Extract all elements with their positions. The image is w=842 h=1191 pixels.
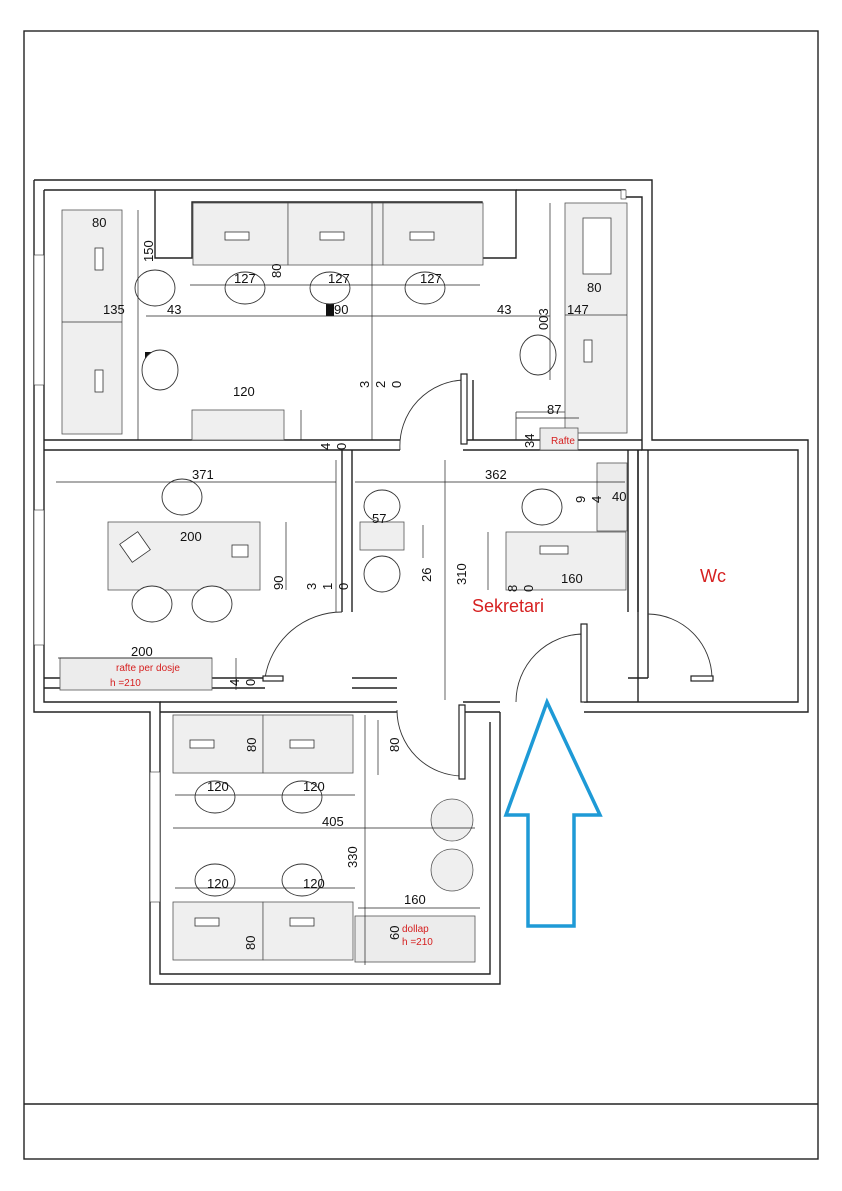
svg-text:127: 127 bbox=[328, 271, 350, 286]
svg-text:120: 120 bbox=[233, 384, 255, 399]
svg-text:90: 90 bbox=[271, 576, 286, 590]
bottom-office bbox=[172, 714, 480, 965]
secretary-area bbox=[355, 460, 628, 700]
svg-text:80: 80 bbox=[244, 738, 259, 752]
svg-text:0: 0 bbox=[243, 679, 258, 686]
page-frame bbox=[23, 30, 819, 1160]
svg-text:330: 330 bbox=[345, 846, 360, 868]
svg-text:0: 0 bbox=[336, 583, 351, 590]
svg-text:4: 4 bbox=[318, 443, 333, 450]
dimension-labels-bottom: 80 80 120 120 405 330 120 120 160 60 80 bbox=[207, 738, 426, 950]
svg-text:43: 43 bbox=[497, 302, 511, 317]
svg-text:87: 87 bbox=[547, 402, 561, 417]
svg-text:26: 26 bbox=[419, 568, 434, 582]
svg-text:80: 80 bbox=[387, 738, 402, 752]
svg-text:150: 150 bbox=[141, 240, 156, 262]
svg-text:127: 127 bbox=[420, 271, 442, 286]
svg-text:34: 34 bbox=[522, 434, 537, 448]
outer-walls bbox=[33, 179, 809, 985]
svg-text:362: 362 bbox=[485, 467, 507, 482]
room-label-wc: Wc bbox=[700, 566, 726, 586]
svg-text:8: 8 bbox=[505, 585, 520, 592]
svg-text:0: 0 bbox=[334, 443, 349, 450]
svg-text:3: 3 bbox=[304, 583, 319, 590]
svg-text:160: 160 bbox=[404, 892, 426, 907]
svg-text:371: 371 bbox=[192, 467, 214, 482]
left-office bbox=[56, 460, 337, 691]
svg-text:90: 90 bbox=[334, 302, 348, 317]
svg-text:60: 60 bbox=[387, 926, 402, 940]
top-office bbox=[61, 202, 628, 451]
svg-text:147: 147 bbox=[567, 302, 589, 317]
svg-text:003: 003 bbox=[536, 308, 551, 330]
shelves-label: Rafte bbox=[551, 436, 575, 447]
svg-text:120: 120 bbox=[207, 779, 229, 794]
svg-text:310: 310 bbox=[454, 563, 469, 585]
dimension-labels-middle: 362 57 26 310 9 4 40 160 8 0 bbox=[372, 467, 626, 592]
svg-text:80: 80 bbox=[243, 936, 258, 950]
svg-text:80: 80 bbox=[92, 215, 106, 230]
dimension-labels-left: 371 200 90 3 1 0 200 4 0 bbox=[131, 467, 351, 686]
svg-text:405: 405 bbox=[322, 814, 344, 829]
file-shelves-height: h =210 bbox=[110, 678, 141, 689]
cabinet-label: dollap bbox=[402, 924, 429, 935]
svg-text:160: 160 bbox=[561, 571, 583, 586]
svg-text:0: 0 bbox=[521, 585, 536, 592]
svg-text:200: 200 bbox=[180, 529, 202, 544]
entrance-arrow-icon bbox=[503, 697, 603, 928]
svg-text:4: 4 bbox=[589, 496, 604, 503]
svg-text:135: 135 bbox=[103, 302, 125, 317]
svg-text:4: 4 bbox=[227, 679, 242, 686]
svg-text:1: 1 bbox=[320, 583, 335, 590]
file-shelves-label: rafte per dosje bbox=[116, 663, 180, 674]
cabinet-height: h =210 bbox=[402, 937, 433, 948]
svg-text:120: 120 bbox=[303, 779, 325, 794]
svg-text:0: 0 bbox=[389, 381, 404, 388]
svg-text:120: 120 bbox=[303, 876, 325, 891]
room-label-secretary: Sekretari bbox=[472, 596, 544, 616]
svg-text:40: 40 bbox=[612, 489, 626, 504]
dimension-labels-top: 80 150 135 43 127 127 127 80 90 43 003 1… bbox=[92, 215, 601, 450]
svg-text:3: 3 bbox=[357, 381, 372, 388]
svg-text:9: 9 bbox=[573, 496, 588, 503]
doors bbox=[262, 373, 714, 780]
svg-text:200: 200 bbox=[131, 644, 153, 659]
svg-text:57: 57 bbox=[372, 511, 386, 526]
svg-text:120: 120 bbox=[207, 876, 229, 891]
svg-text:43: 43 bbox=[167, 302, 181, 317]
svg-text:80: 80 bbox=[587, 280, 601, 295]
svg-text:2: 2 bbox=[373, 381, 388, 388]
svg-text:127: 127 bbox=[234, 271, 256, 286]
svg-text:80: 80 bbox=[269, 264, 284, 278]
